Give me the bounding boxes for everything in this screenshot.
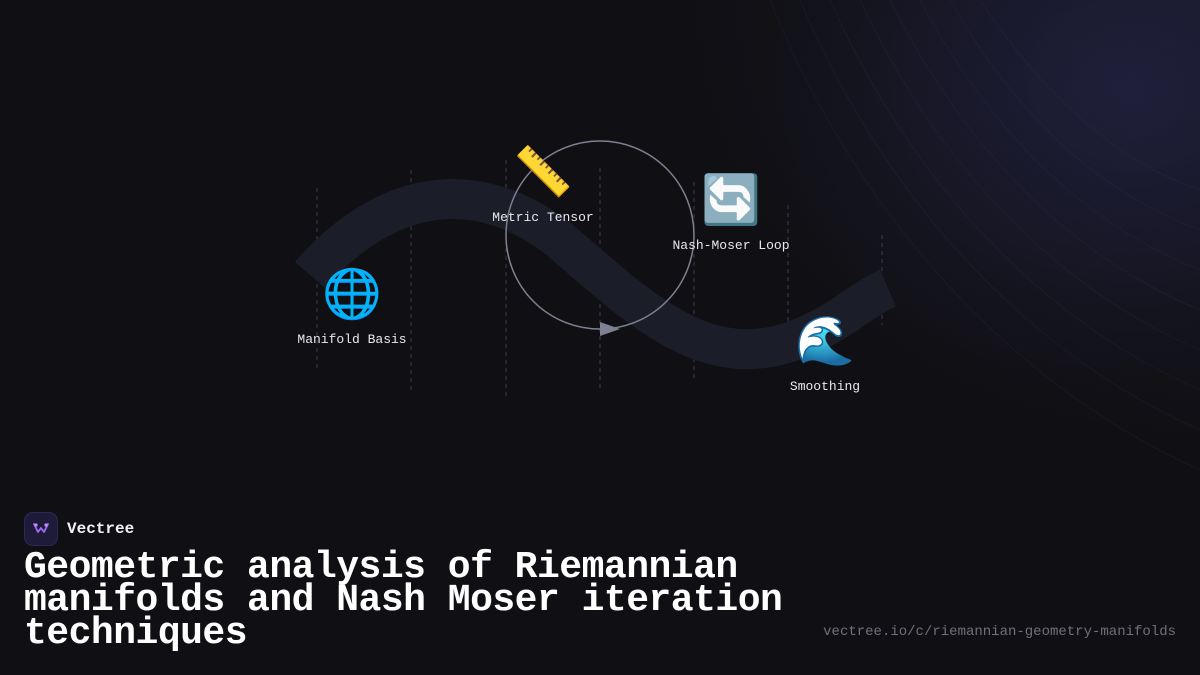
ruler-icon: 📏 (513, 144, 573, 200)
node-label: Manifold Basis (297, 332, 407, 347)
node-label: Metric Tensor (492, 210, 594, 225)
refresh-icon: 🔄 (701, 172, 761, 228)
wave-band (294, 179, 897, 370)
node-nash-moser-loop: 🔄 Nash-Moser Loop (672, 172, 789, 253)
vectree-logo-icon (24, 512, 58, 546)
wave-icon: 🌊 (795, 313, 855, 369)
brand[interactable]: Vectree (24, 512, 134, 546)
page-url[interactable]: vectree.io/c/riemannian-geometry-manifol… (823, 624, 1176, 640)
node-label: Nash-Moser Loop (672, 238, 790, 253)
loop-arrowhead (600, 322, 620, 336)
node-metric-tensor: 📏 Metric Tensor (492, 144, 593, 225)
node-manifold-basis: 🌐 Manifold Basis (297, 266, 406, 347)
page-title: Geometric analysis of Riemannian manifol… (24, 546, 783, 655)
brand-name: Vectree (67, 520, 135, 538)
node-label: Smoothing (789, 379, 861, 394)
globe-icon: 🌐 (322, 266, 382, 322)
node-smoothing: 🌊 Smoothing (790, 313, 860, 394)
